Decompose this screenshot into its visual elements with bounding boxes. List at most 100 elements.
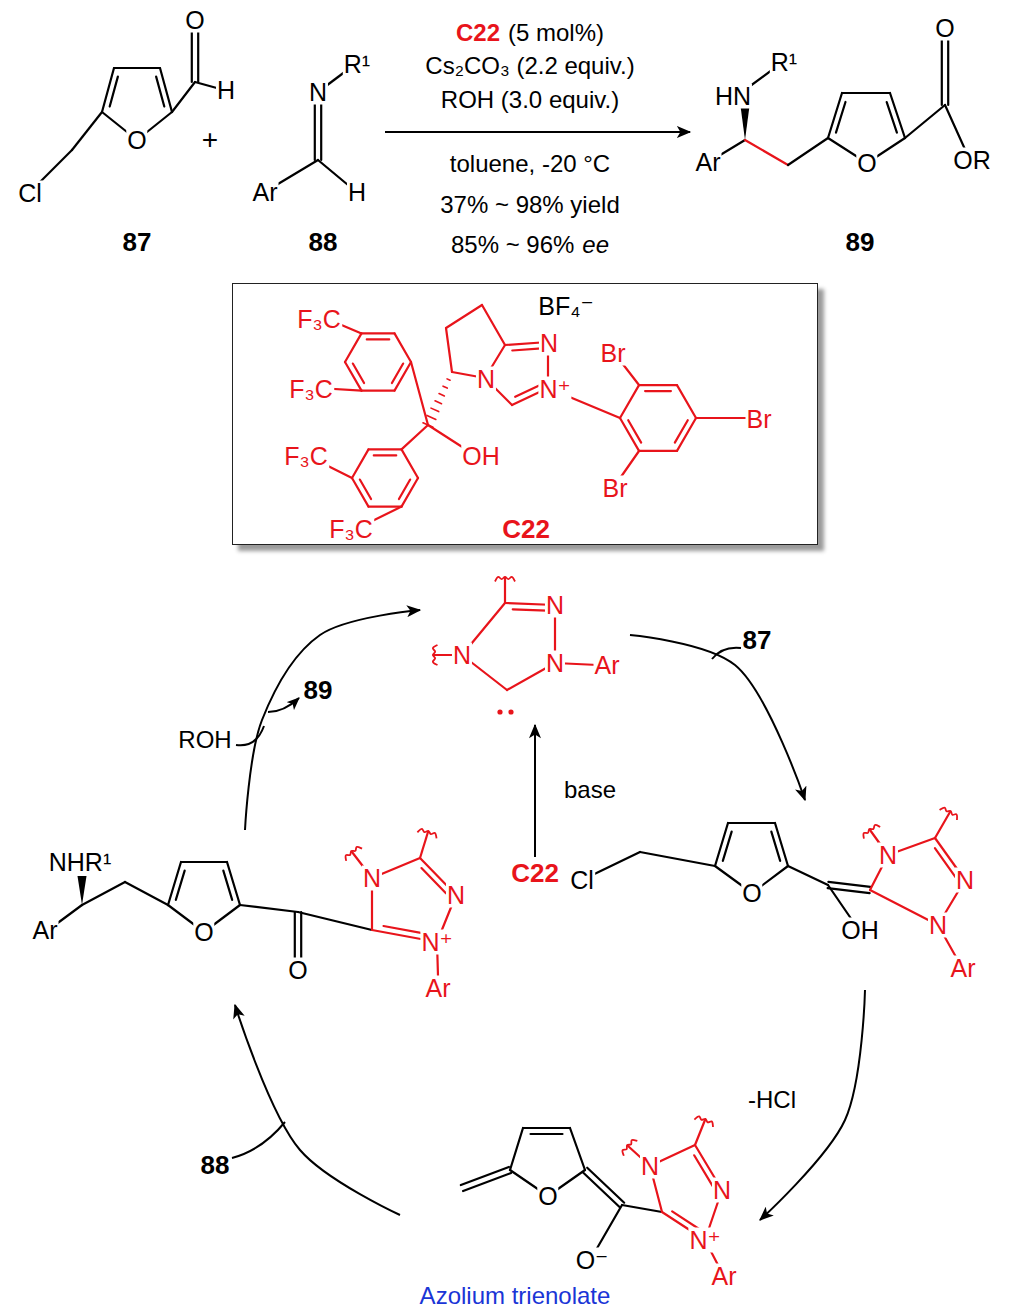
atom-label: N	[362, 866, 382, 891]
bond-line	[947, 30, 949, 105]
bond-line	[596, 1205, 622, 1250]
bond-line	[842, 92, 890, 94]
text-anchor: N⁺	[538, 377, 571, 402]
condition-label: 87	[742, 627, 773, 653]
label-row: 87	[742, 627, 773, 653]
atom-label: N	[476, 367, 496, 392]
atom-label: OH	[461, 444, 501, 469]
bond-line	[223, 871, 232, 900]
condition-label: ee	[581, 233, 610, 257]
bond-line	[887, 102, 897, 133]
atom-label: 88	[308, 229, 339, 255]
atom-label: O	[856, 151, 877, 176]
text-anchor: OH	[461, 444, 501, 469]
reactant-structure: NR¹ArH88	[248, 40, 385, 262]
text-anchor: O	[193, 920, 214, 945]
atom-label: N⁺	[538, 377, 571, 402]
edge-label-anchor: base	[563, 778, 617, 802]
breslow-intermediate: ClOOHNNNAr	[564, 800, 1000, 990]
text-anchor: N	[539, 331, 559, 356]
bond-line	[695, 1120, 705, 1145]
bond-line	[176, 871, 185, 900]
bond-line	[935, 812, 950, 838]
text-anchor: O	[537, 1184, 558, 1209]
text-anchor: Ar	[950, 956, 977, 981]
text-anchor: O	[934, 16, 955, 41]
condition-label: toluene, -20 °C	[449, 152, 611, 176]
bond-line	[82, 882, 125, 905]
atom-label: Ar	[950, 956, 977, 981]
atom-label: 89	[845, 229, 876, 255]
text-anchor: Ar	[594, 653, 621, 678]
label-row: 37% ~ 98% yield	[439, 193, 620, 217]
bond-line	[640, 852, 715, 866]
atom-label: N	[545, 651, 565, 676]
label-row: +	[201, 126, 219, 154]
atom-label: OH	[840, 918, 880, 943]
text-anchor: Ar	[252, 180, 279, 205]
atom-label: Ar	[425, 976, 452, 1001]
text-anchor: H	[347, 180, 367, 205]
bond-line	[513, 609, 547, 610]
text-anchor: Br	[746, 407, 773, 432]
cycle-arrow	[235, 1005, 400, 1215]
text-anchor: Ar	[711, 1264, 738, 1289]
bond-line	[172, 82, 195, 112]
feed-arrow	[232, 1122, 285, 1158]
arrow-label: -HCl	[747, 1088, 797, 1112]
acyl-azolium-intermediate: NHR¹ArOONNN⁺Ar	[15, 830, 495, 1005]
atom-label: N	[955, 868, 975, 893]
atom-label: N	[878, 843, 898, 868]
atom-label: F₃C	[328, 517, 374, 542]
atom-label: Br	[600, 341, 627, 366]
atom-label: N	[446, 883, 466, 908]
carbene-structure: NNNAr	[420, 565, 630, 725]
bond-line	[482, 305, 505, 345]
text-anchor: Azolium trienolate	[419, 1284, 612, 1308]
atom-label: N	[452, 643, 472, 668]
atom-label: HN	[714, 84, 752, 109]
condition-label: ROH (3.0 equiv.)	[440, 88, 620, 112]
trienolate-intermediate: OO⁻NNN⁺ArAzolium trienolate	[400, 1105, 760, 1310]
text-anchor: N	[928, 913, 948, 938]
condition-label: 37% ~ 98% yield	[439, 193, 620, 217]
text-anchor: OR	[952, 148, 992, 173]
text-anchor: O	[126, 128, 147, 153]
lone-pair-dot	[497, 709, 502, 714]
text-anchor: O	[287, 958, 308, 983]
bond-line	[443, 386, 447, 388]
bond-line	[628, 420, 641, 442]
bond-line	[156, 77, 164, 107]
bond-line	[431, 408, 439, 411]
label-row: ROH	[177, 728, 232, 752]
bond-line	[402, 425, 429, 449]
bond-line	[463, 1173, 511, 1191]
atom-label: Ar	[32, 918, 59, 943]
text-anchor: Cl	[569, 868, 595, 893]
text-anchor: R¹	[770, 50, 798, 75]
text-anchor: N	[308, 80, 328, 105]
bond-line	[72, 112, 102, 150]
arrow-label: base	[563, 778, 617, 802]
bond-line	[446, 328, 452, 372]
atom-label: N	[308, 80, 328, 105]
text-anchor: F₃C	[296, 307, 342, 332]
bond-line	[369, 448, 402, 450]
wavy-bond	[417, 829, 436, 838]
bond-line	[353, 364, 364, 383]
condition-label: 89	[303, 677, 334, 703]
bond-line	[362, 332, 395, 334]
text-anchor: N	[712, 1178, 732, 1203]
label-row: 88	[200, 1152, 231, 1178]
bond-line	[369, 505, 402, 507]
bond-line	[435, 401, 442, 404]
bond-line	[696, 417, 748, 419]
label-row: 89	[303, 677, 334, 703]
bond-line	[227, 862, 240, 905]
bond-line	[399, 480, 410, 499]
atom-label: Ar	[252, 180, 279, 205]
bond-line	[102, 68, 114, 112]
condition-label: +	[201, 126, 219, 154]
text-anchor: N	[446, 883, 466, 908]
text-anchor: N	[545, 651, 565, 676]
